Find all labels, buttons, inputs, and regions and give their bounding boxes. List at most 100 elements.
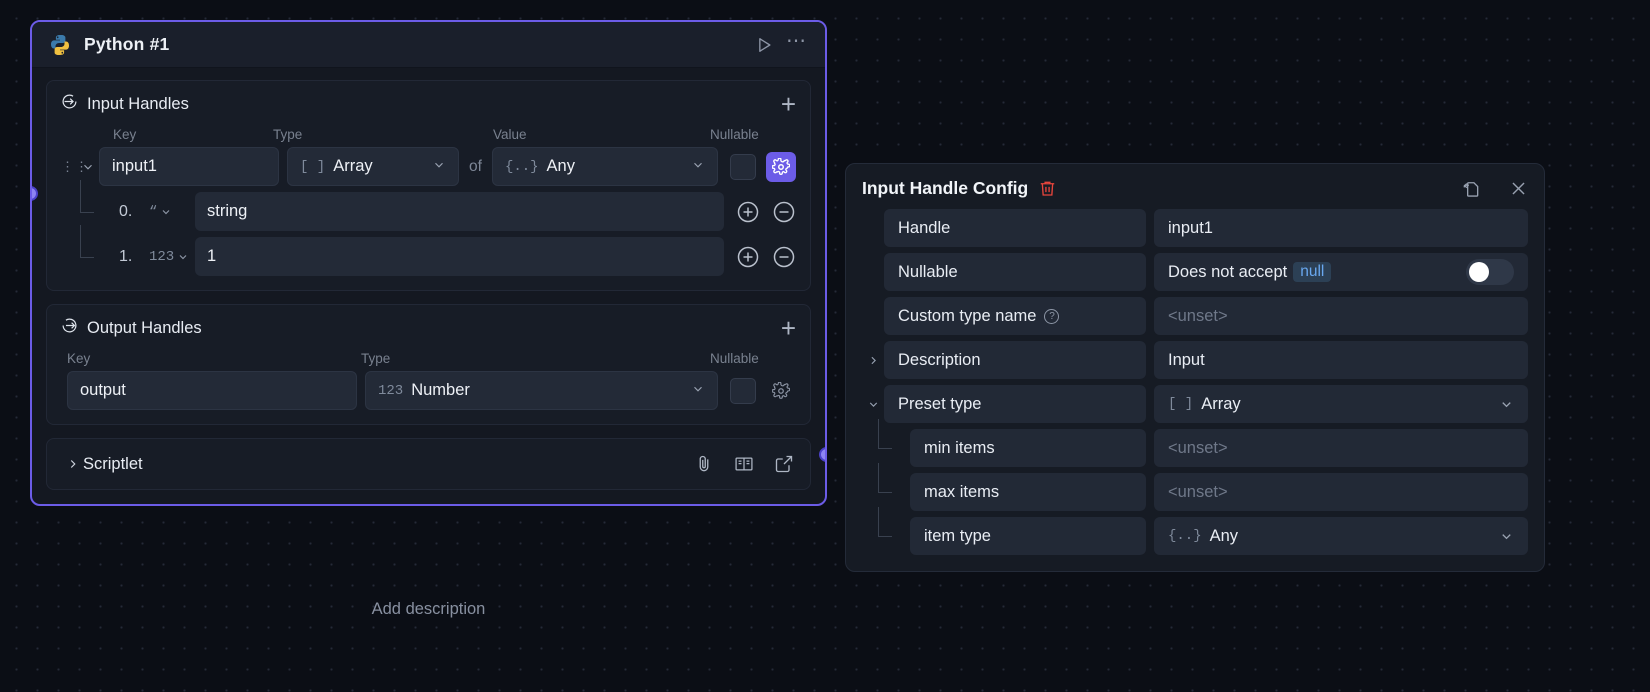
item-type-select[interactable]: 123	[149, 249, 195, 265]
chevron-down-icon[interactable]	[862, 398, 884, 411]
config-label: Custom type name ?	[884, 297, 1146, 335]
config-row-max-items: max items <unset>	[862, 463, 1528, 511]
handle-item-type-select[interactable]: {..} Any	[491, 147, 718, 186]
remove-item-button[interactable]	[772, 200, 796, 224]
min-items-input[interactable]: <unset>	[1154, 429, 1528, 467]
drag-grip-icon[interactable]: ⋮⋮	[61, 158, 89, 174]
paperclip-icon[interactable]	[694, 454, 714, 474]
input-handles-header: Input Handles +	[61, 89, 796, 119]
config-row-custom-type-name: Custom type name ? <unset>	[862, 297, 1528, 335]
any-token: {..}	[504, 158, 539, 175]
column-key: Key	[113, 127, 137, 142]
handle-type-select[interactable]: [ ] Array	[287, 147, 459, 186]
config-row-description: Description Input	[862, 341, 1528, 379]
input-handle-config-panel: Input Handle Config Handle input1 Nullab…	[845, 163, 1545, 572]
nullable-value[interactable]: Does not accept null	[1154, 253, 1528, 291]
trash-icon[interactable]	[1038, 179, 1057, 198]
number-token: 123	[149, 248, 175, 265]
external-link-icon[interactable]	[774, 454, 794, 474]
config-title: Input Handle Config	[862, 178, 1029, 198]
tree-connector	[862, 507, 910, 555]
custom-type-name-input[interactable]: <unset>	[1154, 297, 1528, 335]
node-title: Python #1	[84, 34, 170, 54]
output-handles-header: Output Handles +	[61, 313, 796, 343]
config-label: Handle	[884, 209, 1146, 247]
chevron-right-icon[interactable]	[63, 457, 83, 471]
add-output-handle-button[interactable]: +	[780, 313, 796, 343]
description-input[interactable]: Input	[1154, 341, 1528, 379]
nullable-toggle[interactable]	[1466, 259, 1514, 285]
config-row-handle: Handle input1	[862, 209, 1528, 247]
more-dots-icon[interactable]: ⋯	[786, 30, 807, 52]
preset-type-value: Array	[1201, 394, 1241, 413]
nullable-checkbox[interactable]	[730, 377, 756, 404]
column-nullable: Nullable	[710, 127, 759, 142]
item-type-value: Any	[1209, 526, 1239, 545]
scriptlet-label: Scriptlet	[83, 454, 143, 473]
max-items-input[interactable]: <unset>	[1154, 473, 1528, 511]
chevron-down-icon	[162, 209, 170, 214]
python-node[interactable]: Python #1 ⋯ Input Handles + Key Type	[30, 20, 827, 506]
preset-type-select[interactable]: [ ] Array	[1154, 385, 1528, 423]
add-item-button[interactable]	[736, 200, 760, 224]
input-handles-panel: Input Handles + Key Type Value Nullable …	[46, 80, 811, 291]
column-type: Type	[273, 127, 303, 142]
number-token: 123	[378, 382, 404, 399]
book-icon[interactable]	[734, 454, 754, 474]
tree-connector	[61, 180, 119, 231]
chevron-down-icon[interactable]	[77, 160, 99, 174]
gear-icon[interactable]	[766, 376, 796, 406]
handle-type-value: Array	[333, 157, 373, 175]
remove-item-button[interactable]	[772, 245, 796, 269]
nullable-checkbox[interactable]	[730, 153, 756, 180]
play-icon[interactable]	[754, 35, 774, 55]
handle-key-input[interactable]: input1	[99, 147, 279, 186]
output-type-value: Number	[411, 381, 470, 399]
add-item-button[interactable]	[736, 245, 760, 269]
tree-connector	[862, 419, 910, 467]
config-label: Preset type	[884, 385, 1146, 423]
scriptlet-section[interactable]: Scriptlet	[46, 438, 811, 490]
help-icon[interactable]: ?	[1044, 308, 1060, 324]
output-handles-panel: Output Handles + Key Type Nullable outpu…	[46, 304, 811, 425]
output-port[interactable]	[819, 447, 825, 462]
chevron-right-icon[interactable]	[862, 354, 884, 367]
output-key-input[interactable]: output	[67, 371, 357, 410]
node-body: Input Handles + Key Type Value Nullable …	[32, 68, 825, 504]
nullable-text: Does not accept	[1168, 262, 1288, 281]
input-handle-row[interactable]: ⋮⋮ input1 [ ] Array	[61, 147, 796, 186]
config-label: Nullable	[884, 253, 1146, 291]
config-label-text: Custom type name	[898, 306, 1037, 325]
output-type-select[interactable]: 123 Number	[365, 371, 718, 410]
item-index: 1.	[119, 247, 133, 265]
tree-connector	[862, 463, 910, 511]
handle-name-input[interactable]: input1	[1154, 209, 1528, 247]
item-value-input[interactable]: 1	[195, 237, 724, 276]
config-row-preset-type: Preset type [ ] Array	[862, 385, 1528, 423]
column-type: Type	[361, 351, 391, 366]
chevron-down-icon	[691, 158, 705, 175]
item-value-input[interactable]: string	[195, 192, 724, 231]
item-type-select[interactable]: {..} Any	[1154, 517, 1528, 555]
node-header[interactable]: Python #1 ⋯	[32, 22, 825, 68]
input-column-headers: Key Type Value Nullable	[61, 127, 796, 142]
handle-item-type-value: Any	[546, 157, 575, 175]
array-item-row[interactable]: 0. “ string	[61, 180, 796, 231]
config-row-min-items: min items <unset>	[862, 419, 1528, 467]
add-description-button[interactable]: Add description	[371, 600, 486, 618]
open-in-new-icon[interactable]	[1461, 179, 1481, 199]
null-badge: null	[1293, 262, 1332, 282]
output-handle-row[interactable]: output 123 Number	[61, 371, 796, 410]
add-input-handle-button[interactable]: +	[780, 89, 796, 119]
arrow-into-circle-icon	[61, 93, 78, 115]
arrow-out-of-circle-icon	[61, 317, 78, 339]
array-token: [ ]	[1168, 396, 1194, 412]
item-type-select[interactable]: “	[149, 204, 195, 220]
chevron-down-icon	[432, 158, 446, 175]
array-item-row[interactable]: 1. 123 1	[61, 225, 796, 276]
gear-icon[interactable]	[766, 151, 796, 182]
column-key: Key	[67, 351, 91, 366]
config-row-nullable: Nullable Does not accept null	[862, 253, 1528, 291]
close-icon[interactable]	[1509, 179, 1528, 198]
